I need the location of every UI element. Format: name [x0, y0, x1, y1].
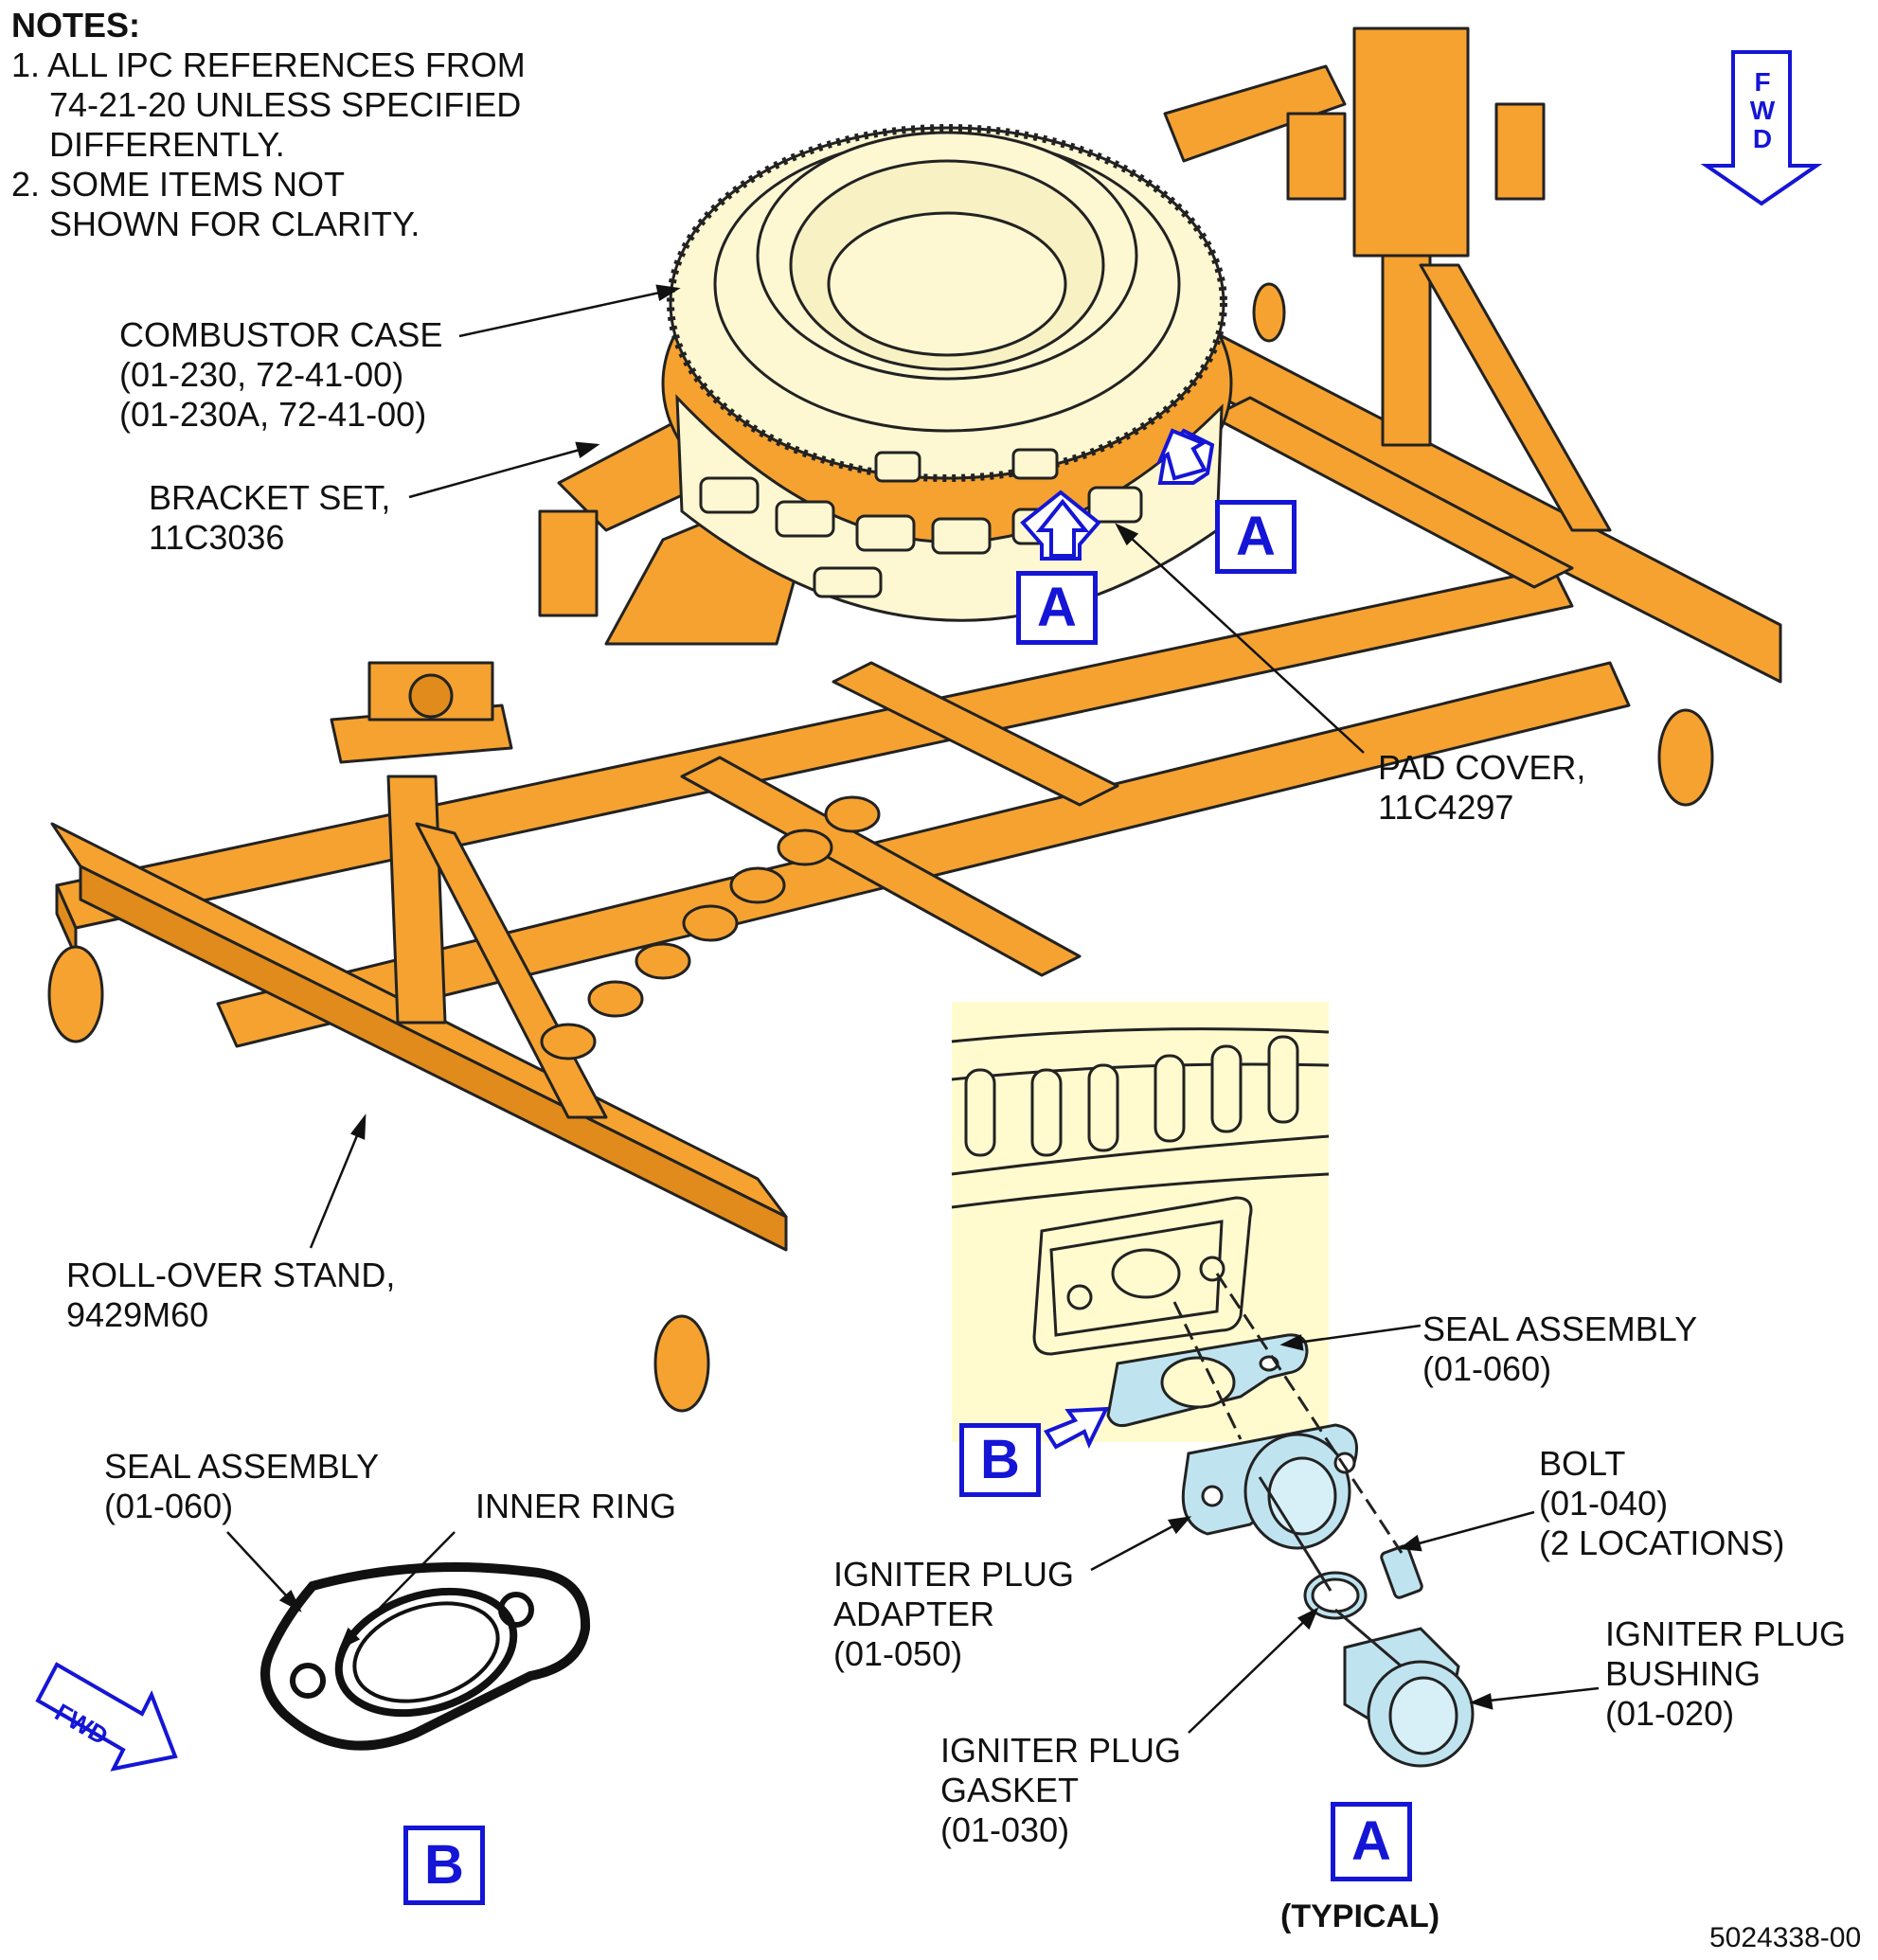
leader-lines — [226, 284, 1600, 1734]
label-line: SEAL ASSEMBLY — [104, 1447, 380, 1486]
bracket-set-label: BRACKET SET, 11C3036 — [149, 478, 390, 558]
seal-assembly-b-drawing — [260, 1562, 591, 1751]
pad-cover-label: PAD COVER, 11C4297 — [1378, 748, 1585, 828]
label-line: ROLL-OVER STAND, — [66, 1256, 396, 1294]
label-line: INNER RING — [475, 1487, 677, 1525]
combustor-case-drawing — [661, 124, 1233, 622]
view-ref-b-in-detail: B — [959, 1423, 1041, 1497]
label-line: (01-060) — [1422, 1349, 1552, 1388]
label-line: (01-230A, 72-41-00) — [119, 395, 427, 434]
label-line: PAD COVER, — [1378, 748, 1586, 787]
notes-block: NOTES: 1. ALL IPC REFERENCES FROM 74-21-… — [11, 6, 526, 244]
view-arrow-icon — [1035, 428, 1207, 558]
fwd-arrow-icon — [35, 1662, 178, 1772]
seal-assembly-a-label: SEAL ASSEMBLY (01-060) — [1422, 1310, 1697, 1389]
label-line: COMBUSTOR CASE — [119, 315, 443, 354]
label-line: 9429M60 — [66, 1295, 209, 1334]
note-1-line-1: 1. ALL IPC REFERENCES FROM — [11, 45, 526, 84]
bolt-label: BOLT (01-040) (2 LOCATIONS) — [1539, 1444, 1784, 1563]
inner-ring-label: INNER RING — [475, 1487, 676, 1526]
fwd-letter: W — [1749, 96, 1776, 125]
note-2-line-2: SHOWN FOR CLARITY. — [49, 205, 420, 243]
detail-b-title: B — [403, 1826, 485, 1905]
note-1-line-3: DIFFERENTLY. — [49, 125, 285, 164]
label-line: (01-040) — [1539, 1484, 1669, 1523]
label-line: SEAL ASSEMBLY — [1422, 1310, 1698, 1348]
typical-label: (TYPICAL) — [1280, 1898, 1440, 1934]
note-1-line-2: 74-21-20 UNLESS SPECIFIED — [49, 85, 522, 124]
label-line: GASKET — [940, 1771, 1080, 1809]
label-line: IGNITER PLUG — [1605, 1614, 1847, 1653]
fwd-label-top: F W D — [1748, 68, 1777, 153]
label-line: ADAPTER — [833, 1595, 995, 1633]
label-line: 11C3036 — [149, 518, 285, 557]
fwd-letter: D — [1752, 124, 1773, 153]
fwd-letter: F — [1754, 67, 1771, 97]
fwd-arrow-icon — [1700, 50, 1823, 206]
view-arrow-icon — [1044, 1406, 1110, 1450]
label-line: (01-020) — [1605, 1694, 1735, 1733]
roll-over-stand-drawing — [47, 27, 1782, 1413]
label-line: BUSHING — [1605, 1654, 1762, 1693]
label-line: (01-030) — [940, 1810, 1070, 1849]
igniter-plug-adapter-label: IGNITER PLUG ADAPTER (01-050) — [833, 1555, 1074, 1674]
detail-a-drawing — [951, 1027, 1330, 1356]
label-line: IGNITER PLUG — [940, 1731, 1182, 1770]
view-ref-a-upper-right: A — [1215, 500, 1297, 574]
notes-heading: NOTES: — [11, 6, 141, 45]
label-line: (01-060) — [104, 1487, 234, 1525]
label-line: 11C4297 — [1378, 788, 1514, 827]
exploded-parts-drawing — [1106, 1273, 1475, 1768]
label-line: BRACKET SET, — [149, 478, 391, 517]
label-line: (01-050) — [833, 1634, 963, 1673]
detail-a-title: A — [1331, 1802, 1412, 1881]
view-ref-a-upper-left: A — [1016, 571, 1098, 645]
combustor-case-label: COMBUSTOR CASE (01-230, 72-41-00) (01-23… — [119, 315, 442, 435]
label-line: (2 LOCATIONS) — [1539, 1523, 1785, 1562]
seal-assembly-b-label: SEAL ASSEMBLY (01-060) — [104, 1447, 379, 1526]
roll-over-stand-label: ROLL-OVER STAND, 9429M60 — [66, 1256, 395, 1335]
label-line: BOLT — [1539, 1444, 1626, 1483]
note-2-line-1: 2. SOME ITEMS NOT — [11, 165, 346, 204]
figure-number: 5024338-00 — [1709, 1922, 1862, 1953]
label-line: IGNITER PLUG — [833, 1555, 1075, 1594]
igniter-plug-bushing-label: IGNITER PLUG BUSHING (01-020) — [1605, 1614, 1846, 1734]
label-line: (01-230, 72-41-00) — [119, 355, 404, 394]
igniter-plug-gasket-label: IGNITER PLUG GASKET (01-030) — [940, 1731, 1181, 1850]
